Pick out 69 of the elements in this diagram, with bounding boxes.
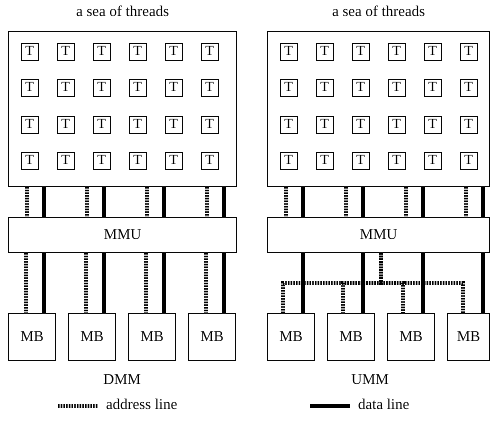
data-line — [162, 253, 166, 313]
data-line — [301, 187, 305, 217]
thread-box: T — [20, 79, 38, 98]
data-line — [222, 253, 226, 313]
memory-bank-box: MB — [327, 313, 375, 361]
data-line — [481, 187, 485, 217]
thread-box: T — [424, 43, 442, 61]
data-line — [162, 187, 166, 217]
memory-bank-box: MB — [188, 313, 236, 361]
data-line — [421, 253, 425, 313]
thread-box: T — [56, 43, 74, 61]
thread-box: T — [128, 43, 146, 61]
thread-box: T — [128, 79, 146, 98]
thread-box: T — [352, 79, 370, 98]
data-line — [42, 187, 46, 217]
thread-box: T — [280, 43, 298, 61]
thread-box: T — [280, 79, 298, 98]
data-line — [222, 187, 226, 217]
thread-box: T — [352, 43, 370, 61]
thread-box: T — [316, 79, 334, 98]
data-line — [361, 187, 365, 217]
address-line — [25, 187, 29, 217]
thread-box: T — [388, 43, 406, 61]
diagram-caption: UMM — [350, 372, 390, 389]
thread-box: T — [56, 79, 74, 98]
thread-box: T — [200, 43, 218, 61]
thread-box: T — [92, 43, 110, 61]
thread-box: T — [20, 43, 38, 61]
thread-box: T — [164, 79, 182, 98]
address-line — [144, 253, 148, 313]
thread-box: T — [460, 43, 478, 61]
data-line — [481, 253, 485, 313]
address-line — [344, 187, 348, 217]
memory-bank-box: MB — [267, 313, 315, 361]
data-line — [301, 253, 305, 313]
address-line — [145, 187, 149, 217]
thread-box: T — [424, 79, 442, 98]
thread-box: T — [92, 79, 110, 98]
memory-bank-box: MB — [68, 313, 116, 361]
memory-bank-box: MB — [447, 313, 490, 361]
data-line — [421, 187, 425, 217]
data-line — [102, 187, 106, 217]
data-line — [361, 253, 365, 313]
thread-box: T — [316, 43, 334, 61]
address-line — [205, 187, 209, 217]
address-line — [84, 253, 88, 313]
legend-label: data line — [358, 397, 410, 414]
thread-box: T — [388, 79, 406, 98]
address-line — [464, 187, 468, 217]
thread-box: T — [200, 79, 218, 98]
mmu-box: MMU — [267, 217, 490, 253]
address-line — [24, 253, 28, 313]
thread-box: T — [164, 43, 182, 61]
legend-label: address line — [106, 397, 178, 414]
mmu-box: MMU — [8, 217, 237, 253]
data-line — [42, 253, 46, 313]
panel-heading: a sea of threads — [331, 4, 426, 21]
memory-bank-box: MB — [128, 313, 176, 361]
memory-bank-box: MB — [387, 313, 435, 361]
data-line — [102, 253, 106, 313]
address-line — [284, 187, 288, 217]
address-line — [379, 253, 465, 313]
panel-heading: a sea of threads — [75, 4, 170, 21]
memory-bank-box: MB — [8, 313, 56, 361]
diagram-caption: DMM — [102, 372, 142, 389]
address-line — [404, 187, 408, 217]
address-line — [85, 187, 89, 217]
address-line — [204, 253, 208, 313]
thread-box: T — [460, 79, 478, 98]
